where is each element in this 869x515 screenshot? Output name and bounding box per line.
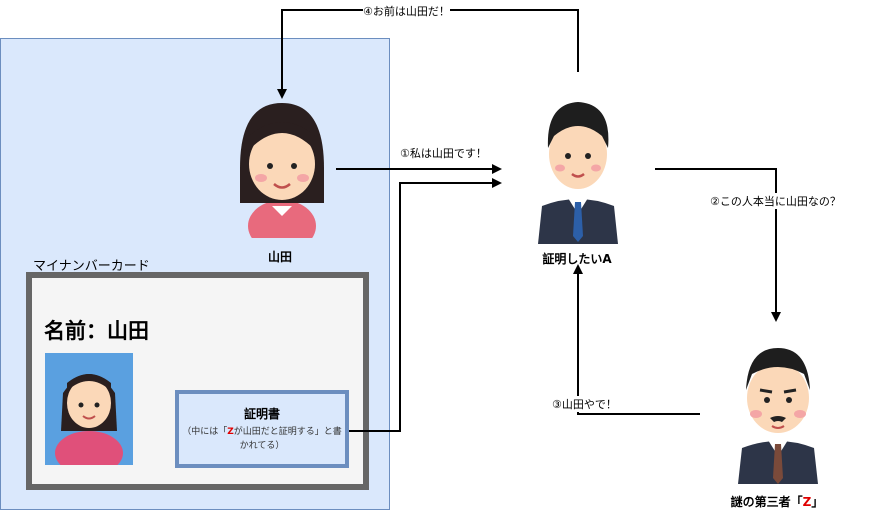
- a-label: 証明したいA: [542, 252, 612, 266]
- third-party-label: 謎の第三者「Z」: [697, 493, 857, 510]
- certificate-body-z: Z: [227, 427, 234, 437]
- edge-1-label: ①私は山田です！: [400, 145, 487, 161]
- edge-3-line: [573, 264, 700, 415]
- certificate-to-a-line: [349, 178, 502, 432]
- certificate-title: 証明書: [243, 407, 280, 421]
- certificate-body-prefix: （中には「: [182, 427, 228, 437]
- yamada-woman-icon: [240, 103, 324, 238]
- woman-portrait-icon: [45, 353, 133, 475]
- edge-4-line: [277, 9, 579, 99]
- yamada-label: 山田: [267, 250, 292, 264]
- third-party-label-z: Z: [802, 495, 812, 509]
- certificate-box: [175, 390, 349, 468]
- certificate-body-suffix: が山田だと証明する」と書かれてる）: [233, 427, 342, 451]
- edge-4-label: ④お前は山田だ！: [363, 3, 450, 19]
- card-name-text: 名前：山田: [44, 319, 149, 343]
- third-party-label-suffix: 」: [811, 495, 824, 509]
- edge-3-label: ③山田やで！: [552, 396, 617, 412]
- card-photo: [45, 353, 133, 475]
- businessman-icon: [538, 102, 618, 244]
- mysterious-man-icon: [738, 348, 818, 484]
- edge-2-label: ②この人本当に山田なの？: [710, 193, 841, 209]
- certificate-body: （中には「Zが山田だと証明する」と書かれてる）: [178, 425, 346, 453]
- third-party-label-prefix: 謎の第三者「: [730, 495, 803, 509]
- edge-2-line: [655, 168, 781, 322]
- card-caption: マイナンバーカード: [33, 259, 150, 274]
